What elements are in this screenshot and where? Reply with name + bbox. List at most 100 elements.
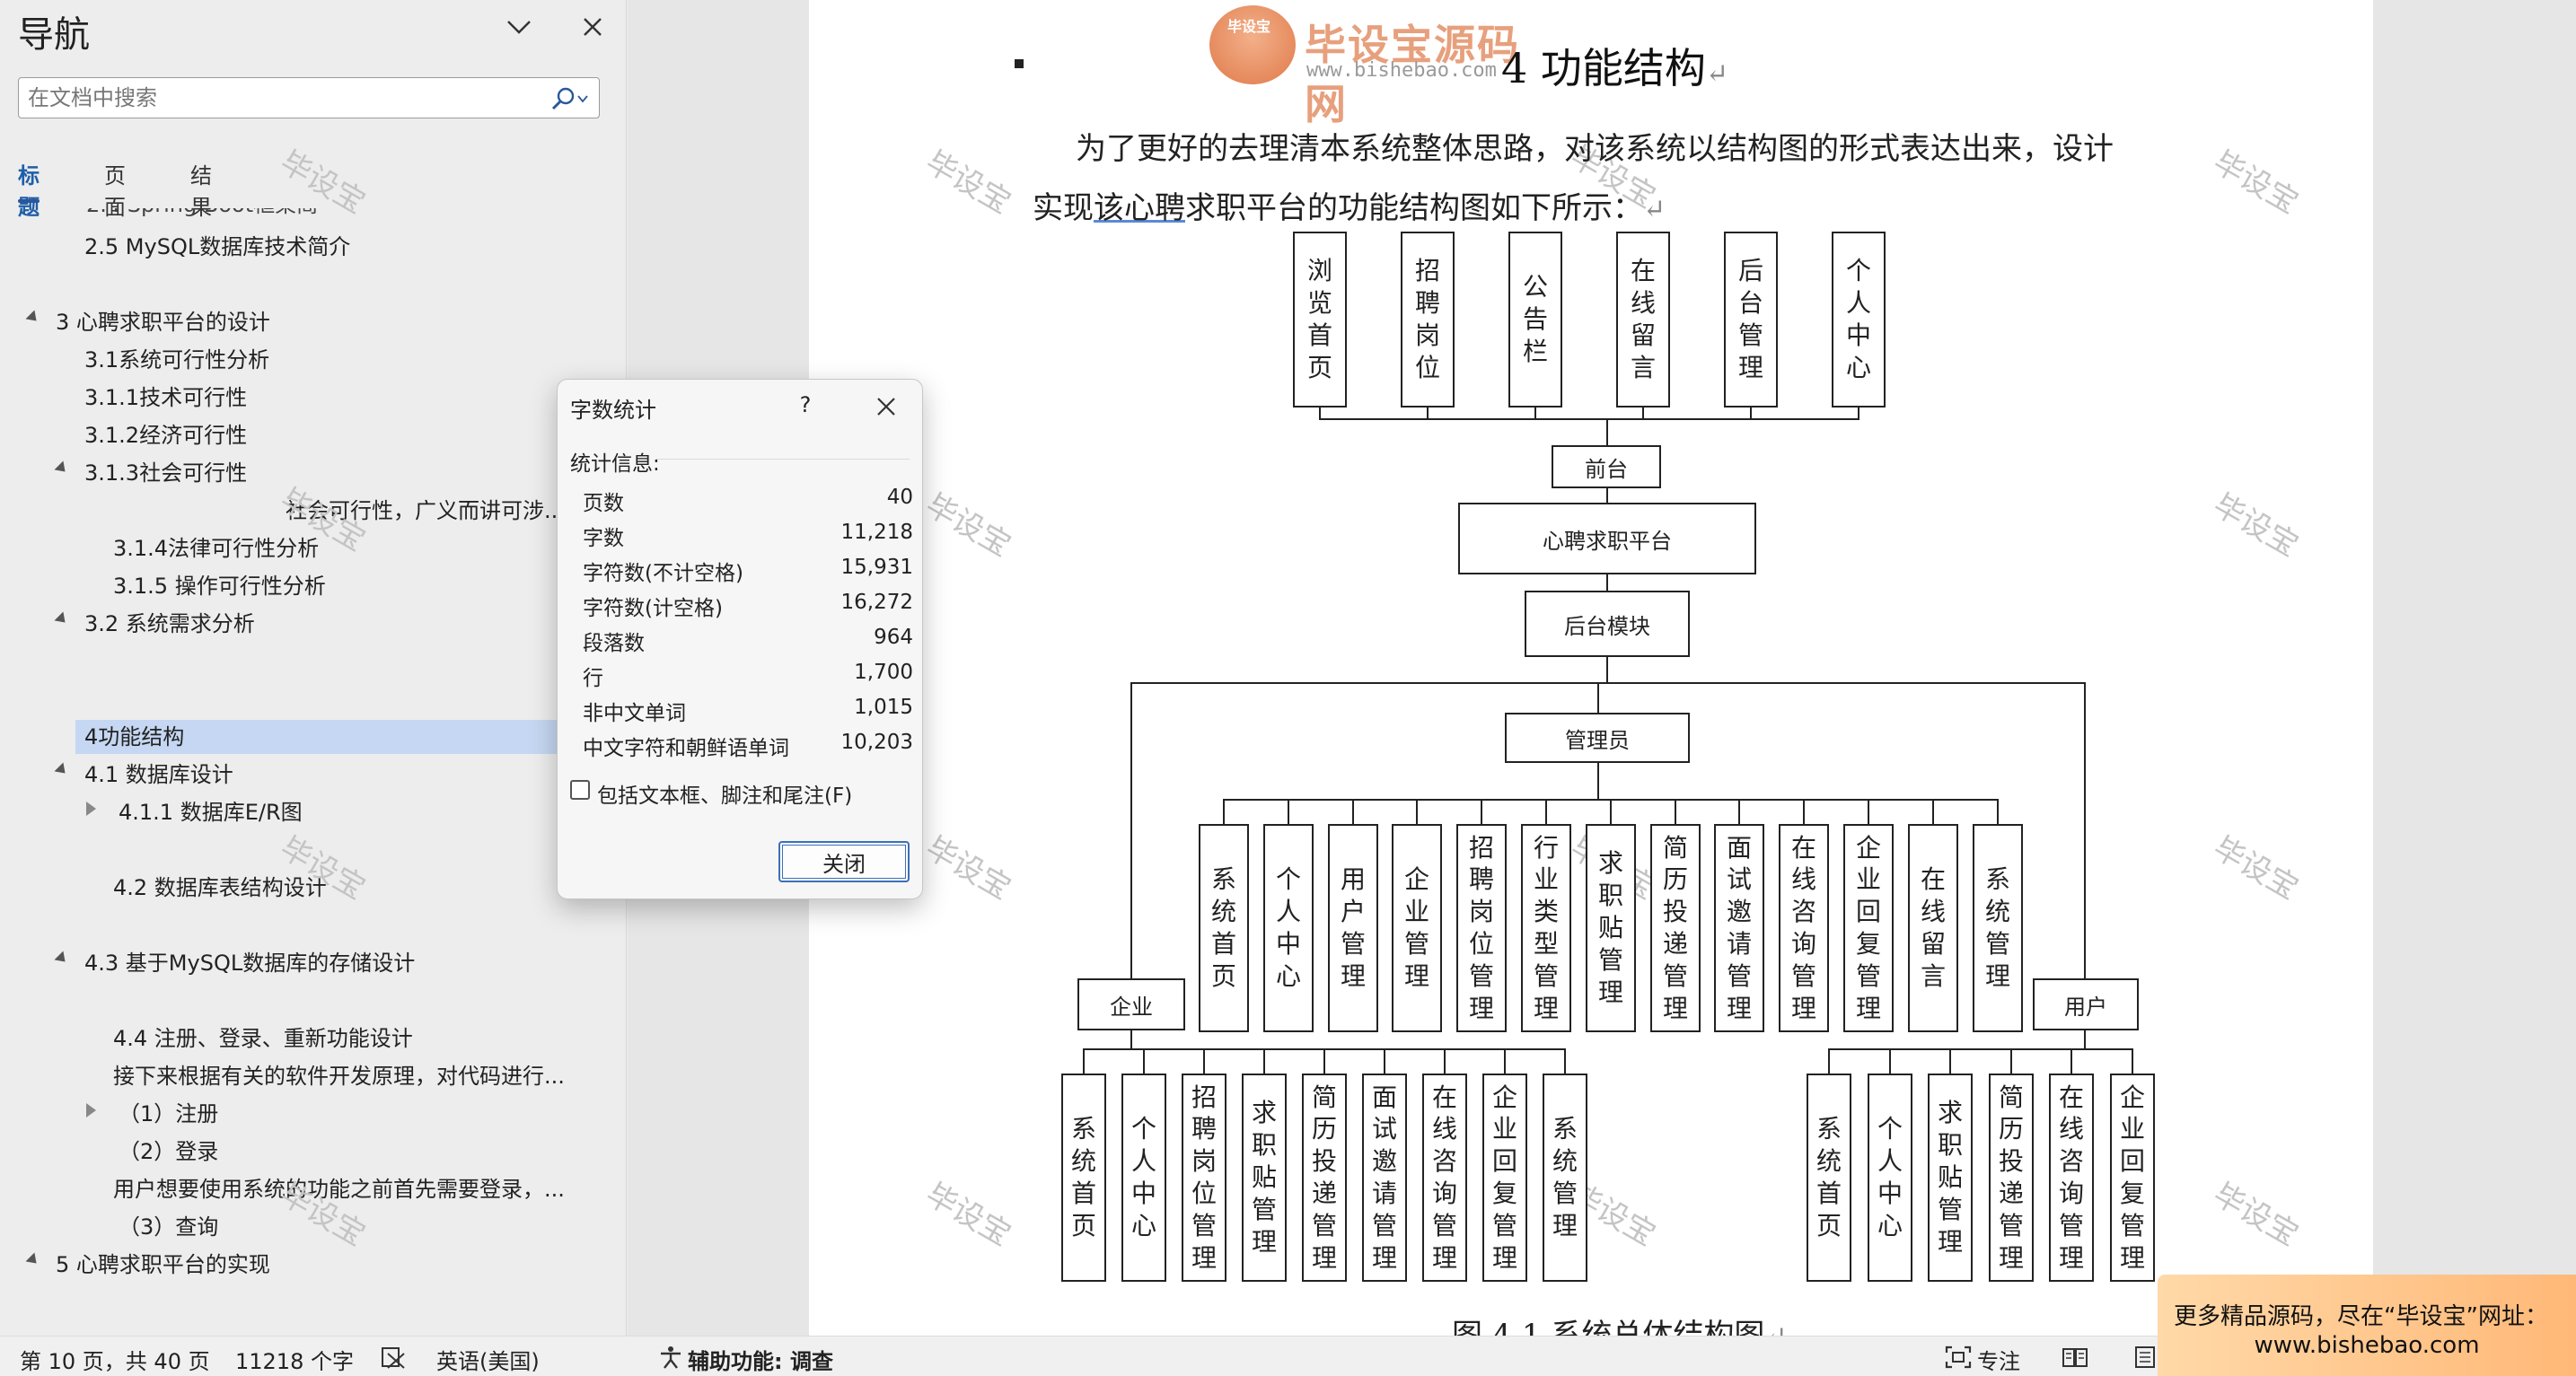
read-mode-icon[interactable] [2062, 1345, 2088, 1374]
tab-headings[interactable]: 标题 [18, 158, 40, 220]
outline-item[interactable]: 3.1.3社会可行性 [84, 460, 248, 486]
outline-item[interactable]: 4.3 基于MySQL数据库的存储设计 [84, 951, 416, 976]
proofing-icon[interactable] [381, 1345, 408, 1374]
outline-item[interactable]: 3 心聘求职平台的设计 [56, 310, 270, 335]
connector-line [2084, 1030, 2086, 1050]
dialog-title: 字数统计 [570, 398, 656, 423]
word-count[interactable]: 11218 个字 [235, 1349, 354, 1374]
chevron-down-icon [507, 21, 531, 34]
outline-item[interactable]: 3.1系统可行性分析 [84, 347, 270, 372]
outline-item[interactable]: 3.1.2经济可行性 [84, 423, 248, 448]
admin-module-box: 简历投递管理 [1650, 824, 1701, 1032]
admin-module-box: 面试邀请管理 [1714, 824, 1764, 1032]
connector-line [1384, 1048, 1385, 1075]
collapse-triangle-icon[interactable] [54, 762, 70, 778]
navigation-pane: 导航 标题 页面 结果 2.4 Spring Boot框架简介 2.5 MySQ… [0, 0, 627, 1336]
accessibility-icon[interactable] [657, 1345, 684, 1374]
focus-mode-button[interactable]: 专注 [1977, 1349, 2020, 1374]
logo-badge: 毕设宝 [1209, 5, 1296, 84]
outline-item[interactable]: （3）查询 [119, 1214, 219, 1240]
connector-line [1597, 763, 1599, 801]
watermark: 毕设宝 [919, 1176, 1017, 1254]
company-module-box: 系统管理 [1543, 1074, 1587, 1282]
connector-line [1597, 682, 1599, 713]
collapse-triangle-icon[interactable] [54, 611, 70, 627]
watermark: 毕设宝 [2207, 1176, 2305, 1254]
outline-item[interactable]: 2.5 MySQL数据库技术简介 [84, 234, 351, 259]
collapse-triangle-icon[interactable] [25, 310, 41, 326]
expand-triangle-icon[interactable] [86, 1103, 96, 1117]
section-heading: 4 功能结构↵ [1501, 44, 1729, 92]
chevron-down-icon [577, 95, 588, 103]
search-input[interactable] [28, 83, 531, 112]
outline-item[interactable]: 3.2 系统需求分析 [84, 611, 255, 636]
watermark: 毕设宝 [2207, 829, 2305, 907]
language-indicator[interactable]: 英语(美国) [436, 1349, 540, 1374]
focus-icon[interactable] [1945, 1345, 1972, 1374]
connector-line [1130, 1030, 1132, 1050]
print-layout-icon[interactable] [2133, 1345, 2157, 1374]
outline-item[interactable]: 4.4 注册、登录、重新功能设计 [113, 1026, 413, 1051]
connector-line [1606, 657, 1608, 684]
company-module-box: 面试邀请管理 [1362, 1074, 1407, 1282]
collapse-triangle-icon[interactable] [25, 1252, 41, 1268]
connector-line [1481, 799, 1482, 826]
outline-item[interactable]: 3.1.4法律可行性分析 [113, 536, 320, 561]
outline-item[interactable]: 3.1.1技术可行性 [84, 385, 248, 410]
body-paragraph-line: 实现该心聘求职平台的功能结构图如下所示：↵ [1033, 190, 1666, 226]
tab-results[interactable]: 结果 [190, 163, 212, 220]
outline-item[interactable]: 4.1 数据库设计 [84, 762, 233, 787]
outline-item[interactable]: 接下来根据有关的软件开发原理，对代码进行... [113, 1064, 565, 1089]
tab-pages[interactable]: 页面 [104, 163, 126, 220]
outline-item[interactable]: （1）注册 [119, 1101, 219, 1126]
search-options-button[interactable] [547, 83, 592, 114]
pane-options-button[interactable] [499, 7, 539, 47]
close-pane-button[interactable] [573, 7, 612, 47]
collapse-triangle-icon[interactable] [54, 951, 70, 967]
accessibility-status[interactable]: 辅助功能: 调查 [688, 1349, 833, 1374]
watermark: 毕设宝 [919, 144, 1017, 222]
outline-item[interactable]: （2）登录 [119, 1139, 219, 1164]
connector-line [1868, 799, 1869, 826]
outline-item[interactable]: 4.1.1 数据库E/R图 [119, 800, 303, 825]
outline-item[interactable]: 5 心聘求职平台的实现 [56, 1252, 270, 1277]
outline-item[interactable]: 社会可行性，广义而讲可涉... [286, 498, 565, 523]
dialog-close-button[interactable] [868, 389, 904, 425]
expand-triangle-icon[interactable] [86, 802, 96, 816]
connector-line [1675, 799, 1676, 826]
company-module-box: 在线咨询管理 [1422, 1074, 1467, 1282]
user-module-box: 系统首页 [1807, 1074, 1851, 1282]
connector-line [1444, 1048, 1446, 1075]
close-button[interactable]: 关闭 [778, 841, 910, 882]
outline-item[interactable]: 4.2 数据库表结构设计 [113, 875, 327, 900]
connector-line [2084, 682, 2086, 978]
promo-url: www.bishebao.com [2254, 1332, 2480, 1359]
stat-row: 字符数(不计空格)15,931 [583, 556, 913, 585]
connector-line [1263, 1048, 1265, 1075]
clipped-heading-fragment: 2.4 Spring Boot框架简介 [86, 208, 320, 221]
admin-module-box: 招聘岗位管理 [1456, 824, 1507, 1032]
outline-item[interactable]: 3.1.5 操作可行性分析 [113, 574, 326, 599]
admin-module-box: 在线咨询管理 [1779, 824, 1829, 1032]
help-button[interactable]: ? [799, 392, 812, 417]
connector-line [1203, 1048, 1205, 1075]
collapse-triangle-icon[interactable] [54, 460, 70, 477]
site-logo: 毕设宝 毕设宝源码网 www.bishebao.com [1209, 5, 1551, 128]
admin-module-box: 企业管理 [1392, 824, 1442, 1032]
connector-line [1504, 1048, 1506, 1075]
include-textboxes-checkbox[interactable] [570, 780, 590, 800]
connector-line [1534, 408, 1536, 420]
connector-line [1932, 799, 1934, 826]
connector-line [1352, 799, 1354, 826]
outline-item[interactable]: 用户想要使用系统的功能之前首先需要登录，... [113, 1177, 565, 1202]
connector-line [1564, 1048, 1566, 1075]
page-count[interactable]: 第 10 页，共 40 页 [20, 1349, 210, 1374]
outline-item-selected[interactable]: 4功能结构 [75, 720, 560, 754]
connector-line [2132, 1048, 2133, 1075]
connector-line [1997, 799, 1999, 826]
watermark: 毕设宝 [2207, 144, 2305, 222]
